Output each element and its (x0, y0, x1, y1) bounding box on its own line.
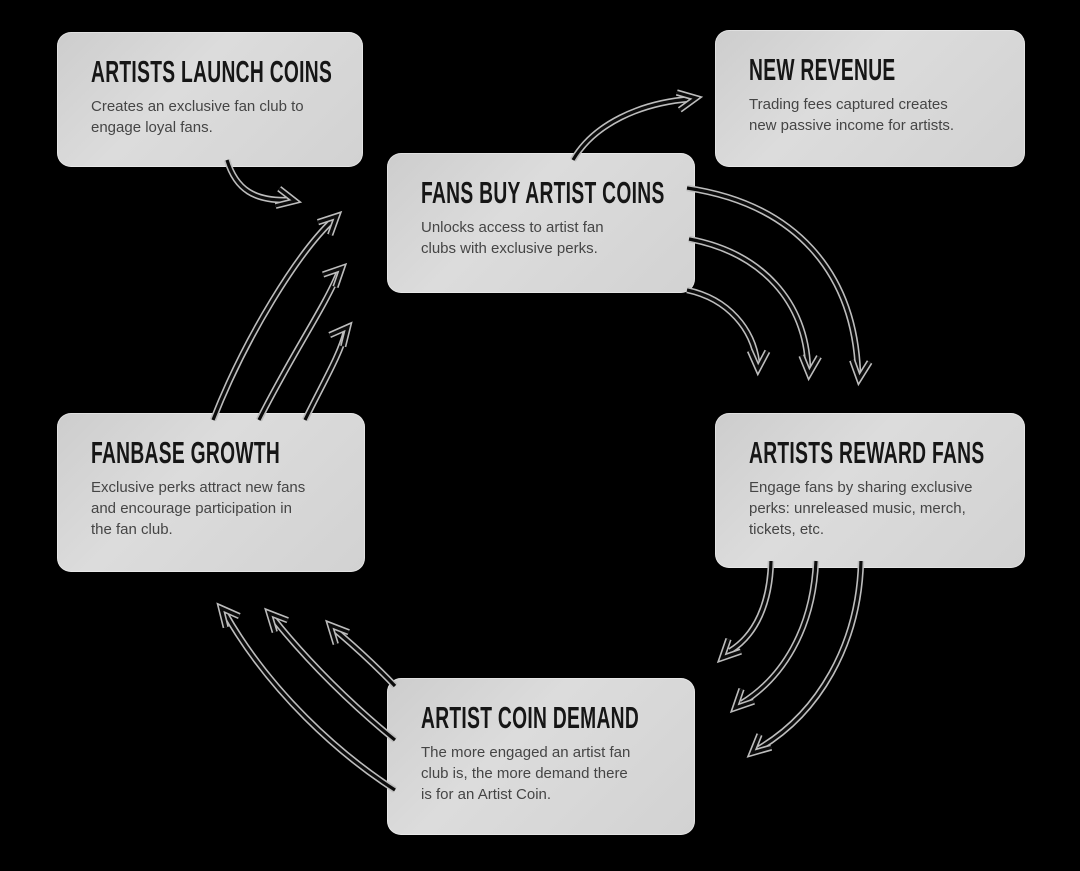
arrow-buy-to-reward-3 (686, 184, 873, 387)
node-body: The more engaged an artist fan club is, … (421, 744, 631, 803)
arrow-demand-to-growth-1 (325, 619, 398, 689)
node-artists-launch-coins: ARTISTS LAUNCH COINS Creates an exclusiv… (57, 32, 363, 167)
arrow-reward-to-demand-2 (729, 560, 820, 714)
node-body: Exclusive perks attract new fans and enc… (91, 479, 306, 538)
arrow-reward-to-demand-1 (716, 560, 775, 664)
node-title: ARTIST COIN DEMAND (421, 700, 640, 735)
arrow-demand-to-growth-3 (216, 602, 397, 793)
node-title: NEW REVENUE (749, 52, 896, 87)
node-body: Trading fees captured creates new passiv… (749, 96, 955, 134)
arrow-reward-to-demand-3 (746, 560, 865, 758)
arrow-demand-to-growth-2 (264, 607, 398, 743)
node-body: Engage fans by sharing exclusive perks: … (749, 479, 973, 538)
arrow-growth-to-buy-1 (210, 210, 343, 422)
node-title: ARTISTS REWARD FANS (749, 435, 985, 470)
node-body: Creates an exclusive fan club to engage … (91, 98, 304, 136)
arrow-growth-to-buy-2 (256, 262, 348, 422)
arrow-buy-to-reward-1 (686, 286, 771, 377)
arrow-buy-to-reward-2 (688, 235, 822, 382)
node-fans-buy-artist-coins: FANS BUY ARTIST COINS Unlocks access to … (387, 153, 695, 293)
node-new-revenue: NEW REVENUE Trading fees captured create… (715, 30, 1025, 167)
node-artist-coin-demand: ARTIST COIN DEMAND The more engaged an a… (387, 678, 695, 835)
node-artists-reward-fans: ARTISTS REWARD FANS Engage fans by shari… (715, 413, 1025, 568)
node-title: FANBASE GROWTH (91, 435, 281, 470)
node-body: Unlocks access to artist fan clubs with … (421, 219, 604, 257)
node-title: FANS BUY ARTIST COINS (421, 175, 665, 210)
node-title: ARTISTS LAUNCH COINS (91, 54, 333, 89)
arrow-growth-to-buy-3 (302, 321, 353, 422)
arrow-buy-to-revenue (570, 89, 704, 162)
node-fanbase-growth: FANBASE GROWTH Exclusive perks attract n… (57, 413, 365, 572)
